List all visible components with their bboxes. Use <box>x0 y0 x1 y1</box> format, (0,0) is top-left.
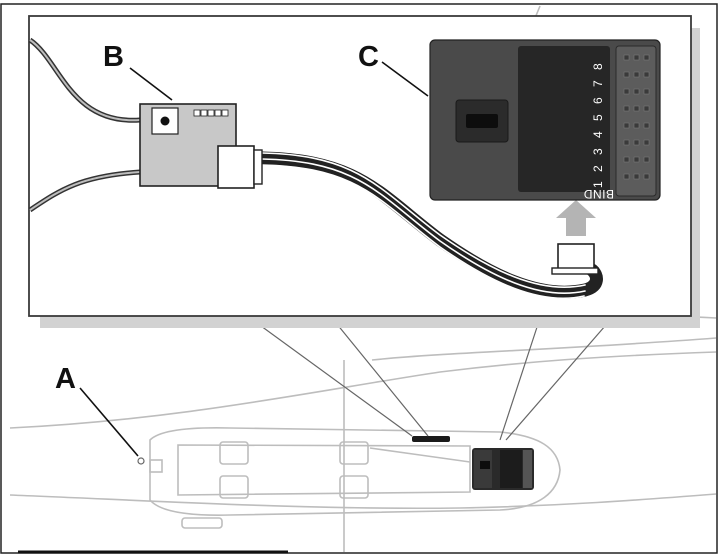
channel-label-4: 4 <box>591 131 605 138</box>
ribbon-cable <box>255 151 603 300</box>
aircraft-satellite-module <box>412 436 450 442</box>
port-a-marker <box>137 457 145 465</box>
channel-label-1: 1 <box>591 181 605 188</box>
servo-bay-1 <box>219 441 249 465</box>
channel-label-2: 2 <box>591 165 605 172</box>
bind-label: BIND <box>583 187 614 201</box>
receiver-label-panel <box>518 46 610 192</box>
wing-outline-lower <box>9 493 717 510</box>
wing-leading-edge <box>371 337 717 361</box>
fuselage-inner <box>177 444 471 496</box>
servo-pins <box>623 54 650 180</box>
channel-label-3: 3 <box>591 148 605 155</box>
tail-fin-stub <box>181 517 223 529</box>
pin-header-b <box>193 109 229 117</box>
fuselage-canopy-line <box>369 447 471 463</box>
arrow-up-icon <box>556 200 596 236</box>
channel-label-8: 8 <box>591 63 605 70</box>
channel-label-6: 6 <box>591 97 605 104</box>
zoom-lines <box>249 317 613 441</box>
antenna-wires <box>28 37 141 213</box>
connector-b <box>217 145 255 189</box>
satellite-module-b <box>139 103 263 189</box>
channel-label-7: 7 <box>591 80 605 87</box>
wing-outline <box>9 351 717 429</box>
servo-bay-3 <box>339 441 369 465</box>
servo-pin-header <box>615 45 657 197</box>
cable-plug <box>551 243 599 275</box>
callout-label-a: A <box>55 363 76 395</box>
aircraft-receiver <box>472 448 534 490</box>
receiver-c: 1 2 3 4 5 6 7 8 BIND <box>429 39 661 201</box>
nose-marker <box>149 459 163 473</box>
callout-label-b: B <box>103 41 124 73</box>
callout-label-c: C <box>358 41 379 73</box>
servo-bay-4 <box>339 475 369 499</box>
servo-bay-2 <box>219 475 249 499</box>
channel-label-5: 5 <box>591 114 605 121</box>
leader-lines <box>79 61 429 457</box>
fuselage-outline <box>149 427 561 516</box>
